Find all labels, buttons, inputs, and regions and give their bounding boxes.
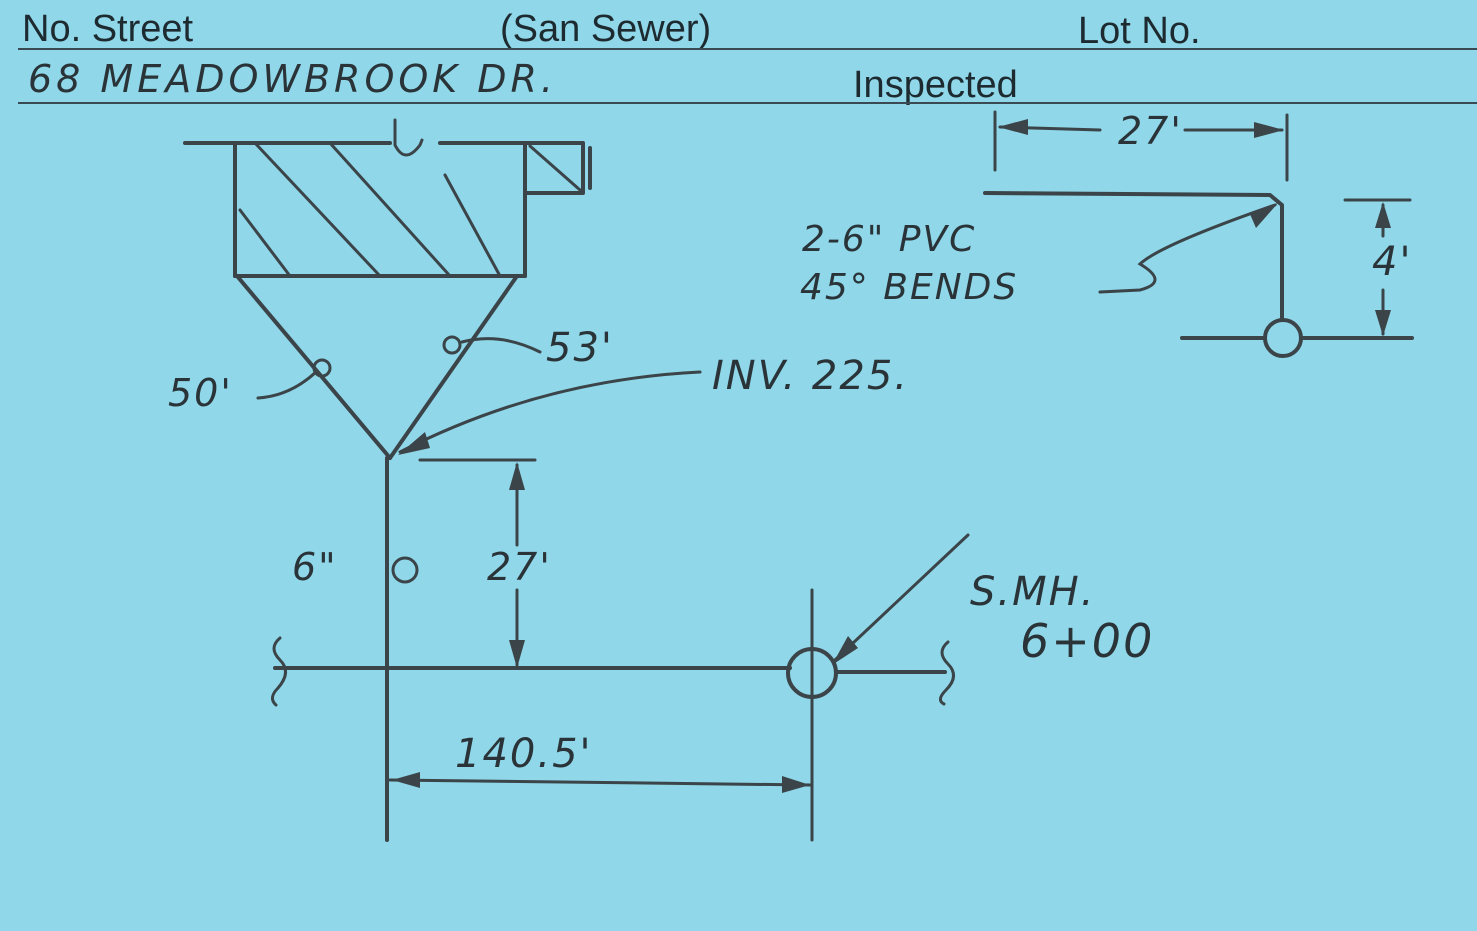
- manhole-station: 6+00: [1020, 614, 1155, 668]
- header-rule: [18, 48, 1477, 50]
- manhole-label: S.MH.: [970, 569, 1096, 615]
- detail-depth: 4': [1372, 239, 1413, 285]
- pipe-size: 6": [292, 545, 338, 589]
- bend-detail: [983, 110, 1414, 358]
- street-label: No. Street: [22, 8, 194, 50]
- address-value: 68 MEADOWBROOK DR.: [28, 57, 558, 101]
- left-line-distance: 50': [168, 371, 233, 415]
- inspected-label: Inspected: [853, 64, 1018, 106]
- house-outline: [183, 118, 592, 278]
- detail-width: 27': [1118, 109, 1183, 153]
- invert-elevation: INV. 225.: [712, 353, 909, 399]
- sewer-main: [271, 533, 970, 842]
- bends-line-2: 45° BENDS: [800, 267, 1019, 308]
- service-lines: [235, 274, 702, 460]
- lateral-pipe: [385, 456, 537, 842]
- right-line-distance: 53': [546, 325, 614, 371]
- lot-label: Lot No.: [1078, 10, 1201, 52]
- utility-label: (San Sewer): [500, 8, 712, 50]
- bends-line-1: 2-6" PVC: [802, 219, 977, 260]
- main-distance: 140.5': [455, 731, 593, 777]
- address-rule: [18, 102, 1477, 104]
- lateral-length: 27': [487, 545, 552, 589]
